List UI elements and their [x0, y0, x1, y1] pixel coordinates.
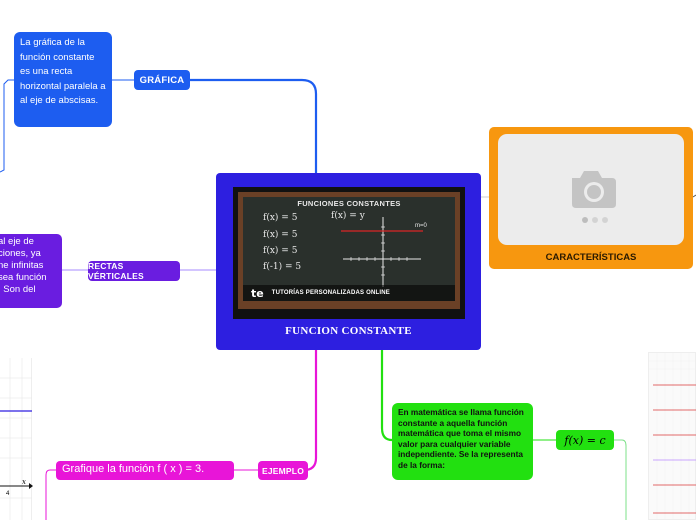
chalk-eq-3: f(x) = 5: [263, 246, 298, 256]
example-graph-axis-label: x: [22, 478, 26, 486]
chalkboard-heading: FUNCIONES CONSTANTES: [297, 199, 401, 208]
example-graph-image: x 4: [0, 358, 33, 520]
formula-node[interactable]: f(x) = c: [556, 430, 614, 450]
chalk-graph-label: f(x) = y: [331, 211, 365, 221]
ejemplo-task[interactable]: Grafique la función f ( x ) = 3.: [56, 461, 234, 480]
rectas-note-line-5: . Son del: [0, 284, 36, 295]
example-table-image: [648, 352, 696, 520]
grafica-label[interactable]: GRÁFICA: [134, 70, 190, 90]
central-topic-title: FUNCION CONSTANTE: [285, 325, 412, 337]
example-graph: [0, 358, 33, 520]
grafica-note[interactable]: La gráfica de la función constante es un…: [14, 32, 112, 127]
definicion-note-text: En matemática se llama función constante…: [398, 407, 524, 470]
chalkboard-surface: FUNCIONES CONSTANTES f(x) = 5 f(x) = 5 f…: [243, 197, 455, 301]
brand-text: TUTORÍAS PERSONALIZADAS ONLINE: [271, 290, 390, 296]
chalkboard-brand-bar: te TUTORÍAS PERSONALIZADAS ONLINE: [243, 285, 455, 301]
chalk-eq-2: f(x) = 5: [263, 230, 298, 240]
formula-text: f(x) = c: [564, 433, 606, 447]
chalk-eq-1: f(x) = 5: [263, 213, 298, 223]
rectas-note-line-2: ciones, ya: [0, 248, 41, 259]
caracteristicas-label: CARACTERÍSTICAS: [545, 252, 637, 263]
brand-logo: te: [251, 286, 264, 300]
central-topic[interactable]: FUNCIONES CONSTANTES f(x) = 5 f(x) = 5 f…: [216, 173, 481, 350]
rectas-label[interactable]: RECTAS VÉRTICALES: [88, 261, 180, 281]
chalk-slope-label: m=0: [415, 223, 427, 229]
rectas-note-line-4: sea función: [0, 272, 47, 283]
rectas-note[interactable]: al eje de ciones, ya ne infinitas sea fu…: [0, 234, 62, 308]
grafica-note-text: La gráfica de la función constante es un…: [20, 37, 106, 106]
image-placeholder: [498, 134, 684, 245]
chalk-eq-4: f(-1) = 5: [263, 262, 302, 272]
example-table-lines: [649, 353, 696, 520]
ejemplo-label[interactable]: EJEMPLO: [258, 461, 308, 480]
rectas-note-line-1: al eje de: [0, 236, 34, 247]
ejemplo-task-text: Grafique la función f ( x ) = 3.: [62, 463, 205, 475]
example-graph-tick: 4: [6, 491, 10, 497]
chalkboard-frame: FUNCIONES CONSTANTES f(x) = 5 f(x) = 5 f…: [238, 192, 460, 309]
caracteristicas-card[interactable]: CARACTERÍSTICAS: [489, 127, 693, 269]
chalkboard-image: FUNCIONES CONSTANTES f(x) = 5 f(x) = 5 f…: [233, 187, 465, 319]
camera-icon: [572, 171, 616, 223]
definicion-note[interactable]: En matemática se llama función constante…: [392, 403, 533, 480]
rectas-note-line-3: ne infinitas: [0, 260, 44, 271]
chalk-graph: [341, 217, 423, 287]
